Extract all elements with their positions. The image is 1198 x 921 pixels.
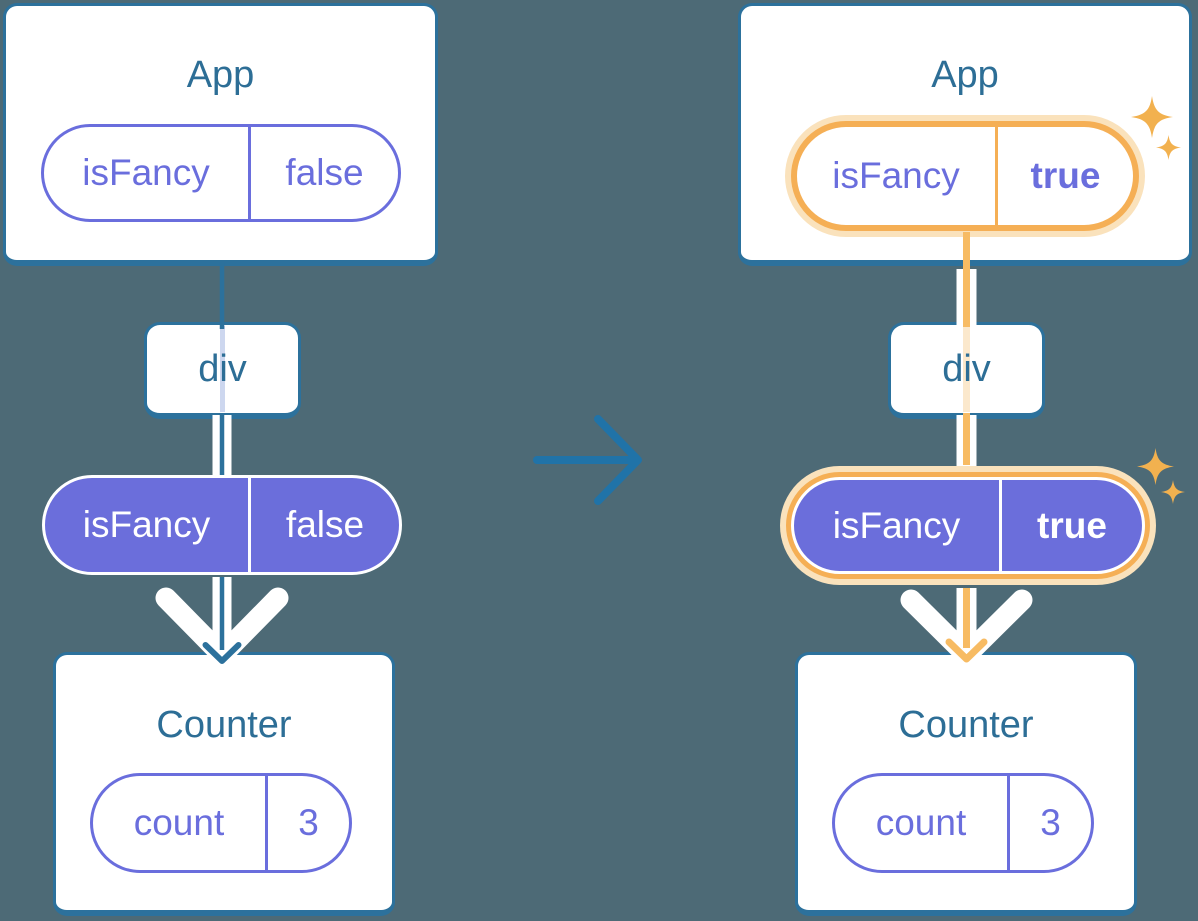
- state-pill-value: false: [285, 152, 364, 193]
- div-node-title: div: [942, 347, 991, 390]
- div-node: div: [888, 322, 1045, 419]
- prop-pill-highlighted: isFancy true: [791, 477, 1145, 574]
- counter-title: Counter: [898, 704, 1034, 746]
- transition-arrow-icon: [533, 415, 642, 505]
- div-node-title: div: [198, 347, 247, 390]
- counter-title: Counter: [156, 704, 292, 746]
- count-pill: count 3: [832, 773, 1094, 873]
- pass-through-line: [963, 326, 970, 412]
- sparkle-icon: [1131, 96, 1173, 138]
- down-arrow-icon: [900, 589, 1033, 666]
- state-pill-value: true: [1030, 155, 1101, 196]
- app-title: App: [186, 54, 255, 96]
- pill-divider: [999, 480, 1002, 571]
- sparkle-icon: [1137, 448, 1174, 485]
- pill-divider: [248, 127, 251, 219]
- pill-divider: [265, 776, 268, 870]
- pill-divider: [995, 127, 998, 225]
- prop-pill-value: false: [285, 504, 365, 545]
- prop-pill-label: isFancy: [832, 504, 961, 546]
- count-pill: count 3: [90, 773, 352, 873]
- div-node: div: [144, 322, 301, 419]
- state-pill-label: isFancy: [832, 155, 960, 196]
- state-pill: isFancy false: [41, 124, 401, 222]
- pill-divider: [1007, 776, 1010, 870]
- sparkle-icon: [1156, 135, 1181, 160]
- prop-pill-label: isFancy: [82, 504, 211, 545]
- prop-pill: isFancy false: [42, 475, 402, 575]
- prop-pill-value: true: [1037, 504, 1107, 546]
- count-pill-label: count: [875, 802, 967, 843]
- sparkle-icon: [1161, 480, 1185, 504]
- count-pill-value: 3: [1040, 802, 1061, 843]
- state-pill-highlighted: isFancy true: [797, 127, 1133, 225]
- count-pill-label: count: [133, 802, 225, 843]
- app-title: App: [931, 54, 999, 96]
- count-pill-value: 3: [298, 802, 319, 843]
- state-line-after: [900, 232, 1033, 666]
- state-pill-label: isFancy: [82, 152, 210, 193]
- pill-divider: [248, 478, 251, 572]
- down-arrow-icon: [155, 587, 289, 666]
- pass-through-line: [220, 326, 225, 412]
